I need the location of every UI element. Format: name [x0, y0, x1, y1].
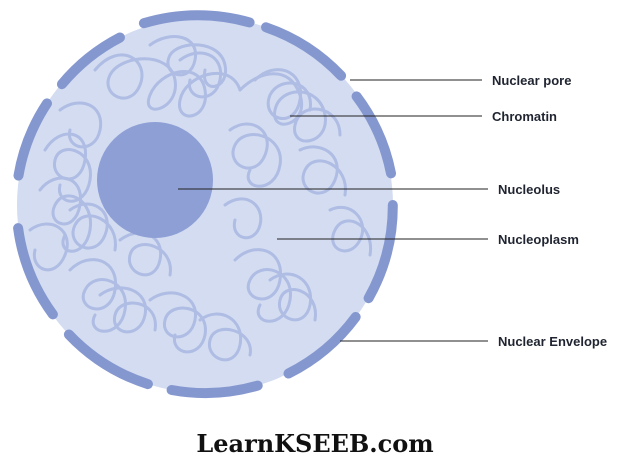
envelope-segment: [166, 380, 263, 399]
envelope-segment: [63, 329, 153, 390]
label-nuclear-envelope: Nuclear Envelope: [498, 334, 607, 349]
nuclear-envelope: [13, 10, 398, 399]
label-nuclear-pore: Nuclear pore: [492, 73, 571, 88]
envelope-segment: [56, 32, 125, 90]
envelope-segment: [13, 223, 58, 320]
nucleolus: [97, 122, 213, 238]
watermark-text: LearnKSEEB.com: [196, 429, 433, 458]
envelope-segment: [351, 91, 396, 179]
label-nucleoplasm: Nucleoplasm: [498, 232, 579, 247]
envelope-segment: [261, 22, 347, 81]
chromatin-threads: [28, 35, 373, 362]
label-chromatin: Chromatin: [492, 109, 557, 124]
envelope-segment: [138, 10, 255, 29]
envelope-segment: [13, 98, 52, 181]
envelope-segment: [283, 312, 361, 379]
envelope-segment: [363, 200, 398, 304]
label-nucleolus: Nucleolus: [498, 182, 560, 197]
